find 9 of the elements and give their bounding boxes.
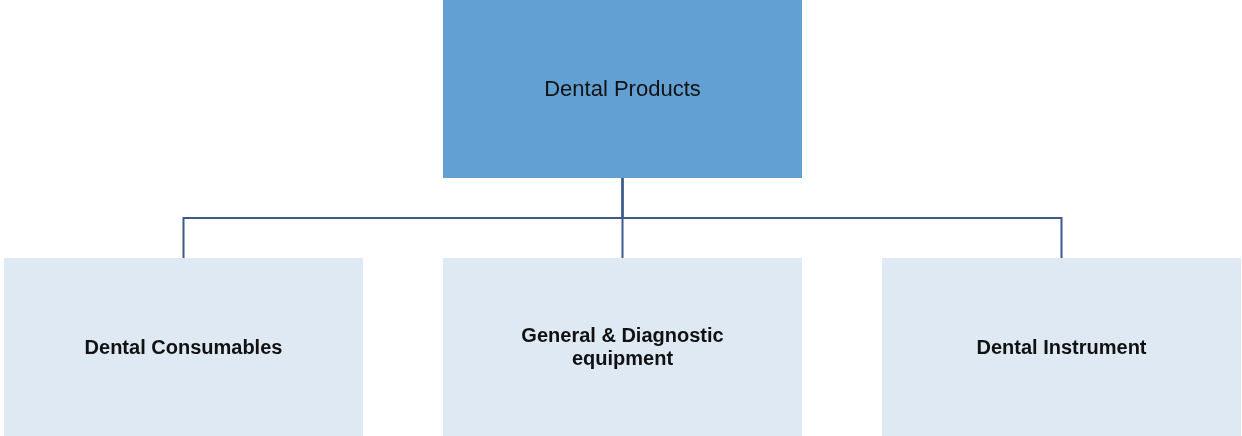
node-label: Dental Instrument xyxy=(976,335,1147,359)
node-label: Dental Consumables xyxy=(84,335,283,359)
category-box xyxy=(4,258,363,436)
node-label: Dental Products xyxy=(544,76,701,102)
node-label: General & Diagnostic equipment xyxy=(520,324,725,370)
root-box xyxy=(443,0,802,178)
connector-line xyxy=(621,177,1063,259)
category-box xyxy=(882,258,1241,436)
category-box xyxy=(443,258,802,436)
